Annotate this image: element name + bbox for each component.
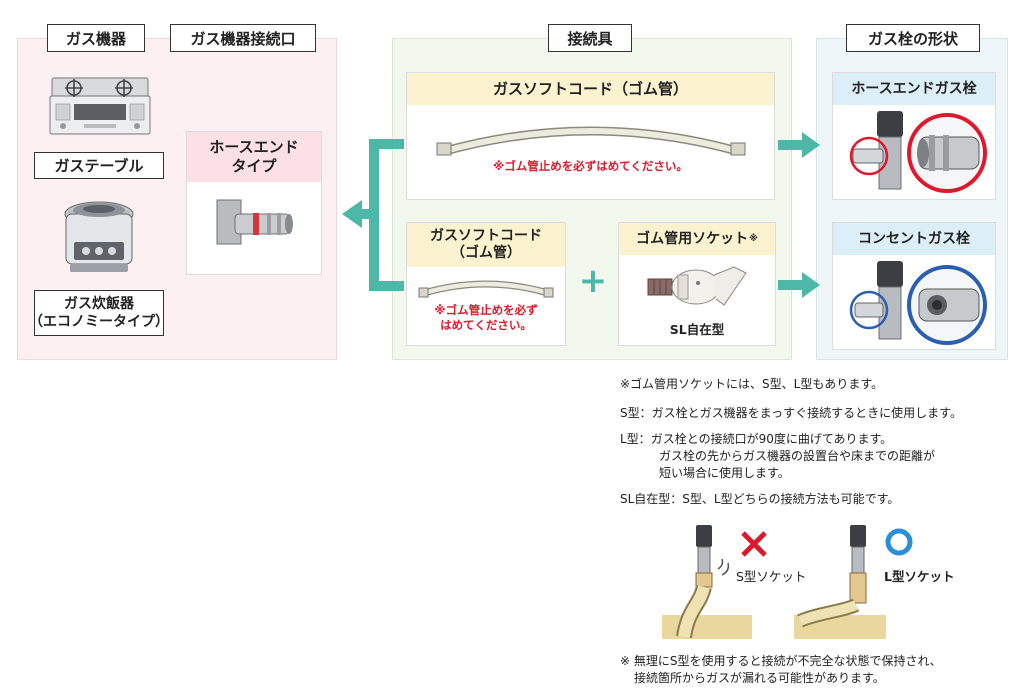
rice-cooker-name: ガス炊飯器 <box>64 296 134 312</box>
cord-bottom-header: ガスソフトコード （ゴム管） <box>407 223 565 267</box>
flow-arrow-to-concent <box>778 272 820 298</box>
rubber-hose-socket-icon <box>647 266 747 306</box>
socket-caption: SL自在型 <box>669 322 725 337</box>
valve-card-concent: コンセントガス栓 <box>832 222 996 350</box>
appliance-label-rice-cooker: ガス炊飯器 （エコノミータイプ） <box>29 290 169 336</box>
inlet-card-header: ホースエンド タイプ <box>187 132 321 182</box>
l-socket-label: L型ソケット <box>884 569 955 584</box>
flow-arrow-to-hose-end <box>778 132 820 158</box>
cord-top-warning: ※ゴム管止めを必ずはめてください。 <box>493 159 688 173</box>
rice-cooker-type: （エコノミータイプ） <box>29 314 169 330</box>
plus-icon: + <box>578 261 608 301</box>
note-s-label: S型： <box>620 406 652 420</box>
inlet-card: ホースエンド タイプ <box>186 131 322 275</box>
inlet-title-line2: タイプ <box>231 157 277 175</box>
section-tag-appliance: ガス機器 <box>47 24 145 52</box>
note-s-type: S型：ガス栓とガス機器をまっすぐ接続するときに使用します。 <box>620 405 962 422</box>
l-type-example-illustration <box>794 525 886 639</box>
cord-bottom-warning-line1: ※ゴム管止めを必ず <box>434 303 538 317</box>
note-l-type: L型：ガス栓との接続口が90度に曲げてあります。 <box>620 431 892 448</box>
socket-card: ゴム管用ソケット※ SL自在型 <box>618 222 776 346</box>
note-sl-type: SL自在型：S型、L型どちらの接続方法も可能です。 <box>620 492 900 506</box>
section-tag-valve: ガス栓の形状 <box>846 24 980 52</box>
concent-valve-icon <box>849 261 987 345</box>
socket-title: ゴム管用ソケット <box>636 230 749 247</box>
note-bottom-line1: ※ 無理にS型を使用すると接続が不完全な状態で保持され、 <box>620 654 942 668</box>
soft-cord-short-icon <box>418 280 554 298</box>
circle-ok-icon <box>885 528 913 556</box>
section-tag-connector: 接続具 <box>548 24 632 52</box>
note-s-text: ガス栓とガス機器をまっすぐ接続するときに使用します。 <box>651 406 962 420</box>
rice-cooker-icon <box>64 201 134 272</box>
hose-end-inlet-icon <box>216 199 293 245</box>
note-bottom-line2: 接続箇所からガスが漏れる可能性があります。 <box>634 671 885 685</box>
appliance-label-gas-table: ガステーブル <box>34 152 164 179</box>
s-type-example-illustration <box>662 525 752 639</box>
s-socket-label: S型ソケット <box>736 569 807 584</box>
note-l-text3: 短い場合に使用します。 <box>659 466 790 480</box>
soft-cord-icon <box>436 126 745 156</box>
valve-hose-end-title: ホースエンドガス栓 <box>833 73 995 105</box>
cord-top-title: ガスソフトコード（ゴム管） <box>407 73 774 105</box>
note-socket-types: ※ゴム管用ソケットには、S型、L型もあります。 <box>620 377 884 391</box>
cord-card-top: ガスソフトコード（ゴム管） ※ゴム管止めを必ずはめてください。 <box>406 72 775 200</box>
flow-arrow-to-inlet <box>342 139 404 291</box>
cord-bottom-warning-line2: はめてください。 <box>440 318 532 332</box>
note-l-label: L型： <box>620 432 651 446</box>
cross-mark-icon <box>741 531 767 557</box>
gas-stove-icon <box>49 77 151 135</box>
cord-bottom-title-line2: （ゴム管） <box>451 245 521 261</box>
cord-bottom-title-line1: ガスソフトコード <box>430 228 542 244</box>
valve-concent-title: コンセントガス栓 <box>833 223 995 255</box>
note-l-text2: ガス栓の先からガス機器の設置台や床までの距離が <box>659 449 936 463</box>
socket-header: ゴム管用ソケット※ <box>619 223 775 255</box>
cord-bottom-warning: ※ゴム管止めを必ず はめてください。 <box>407 303 565 333</box>
section-tag-inlet: ガス機器接続口 <box>170 24 316 52</box>
note-l-text1: ガス栓との接続口が90度に曲げてあります。 <box>650 432 893 446</box>
hose-end-valve-icon <box>849 111 987 193</box>
inlet-title-line1: ホースエンド <box>209 138 299 156</box>
socket-note-mark: ※ <box>749 233 758 244</box>
cord-card-bottom: ガスソフトコード （ゴム管） ※ゴム管止めを必ず はめてください。 <box>406 222 566 346</box>
valve-card-hose-end: ホースエンドガス栓 <box>832 72 996 200</box>
